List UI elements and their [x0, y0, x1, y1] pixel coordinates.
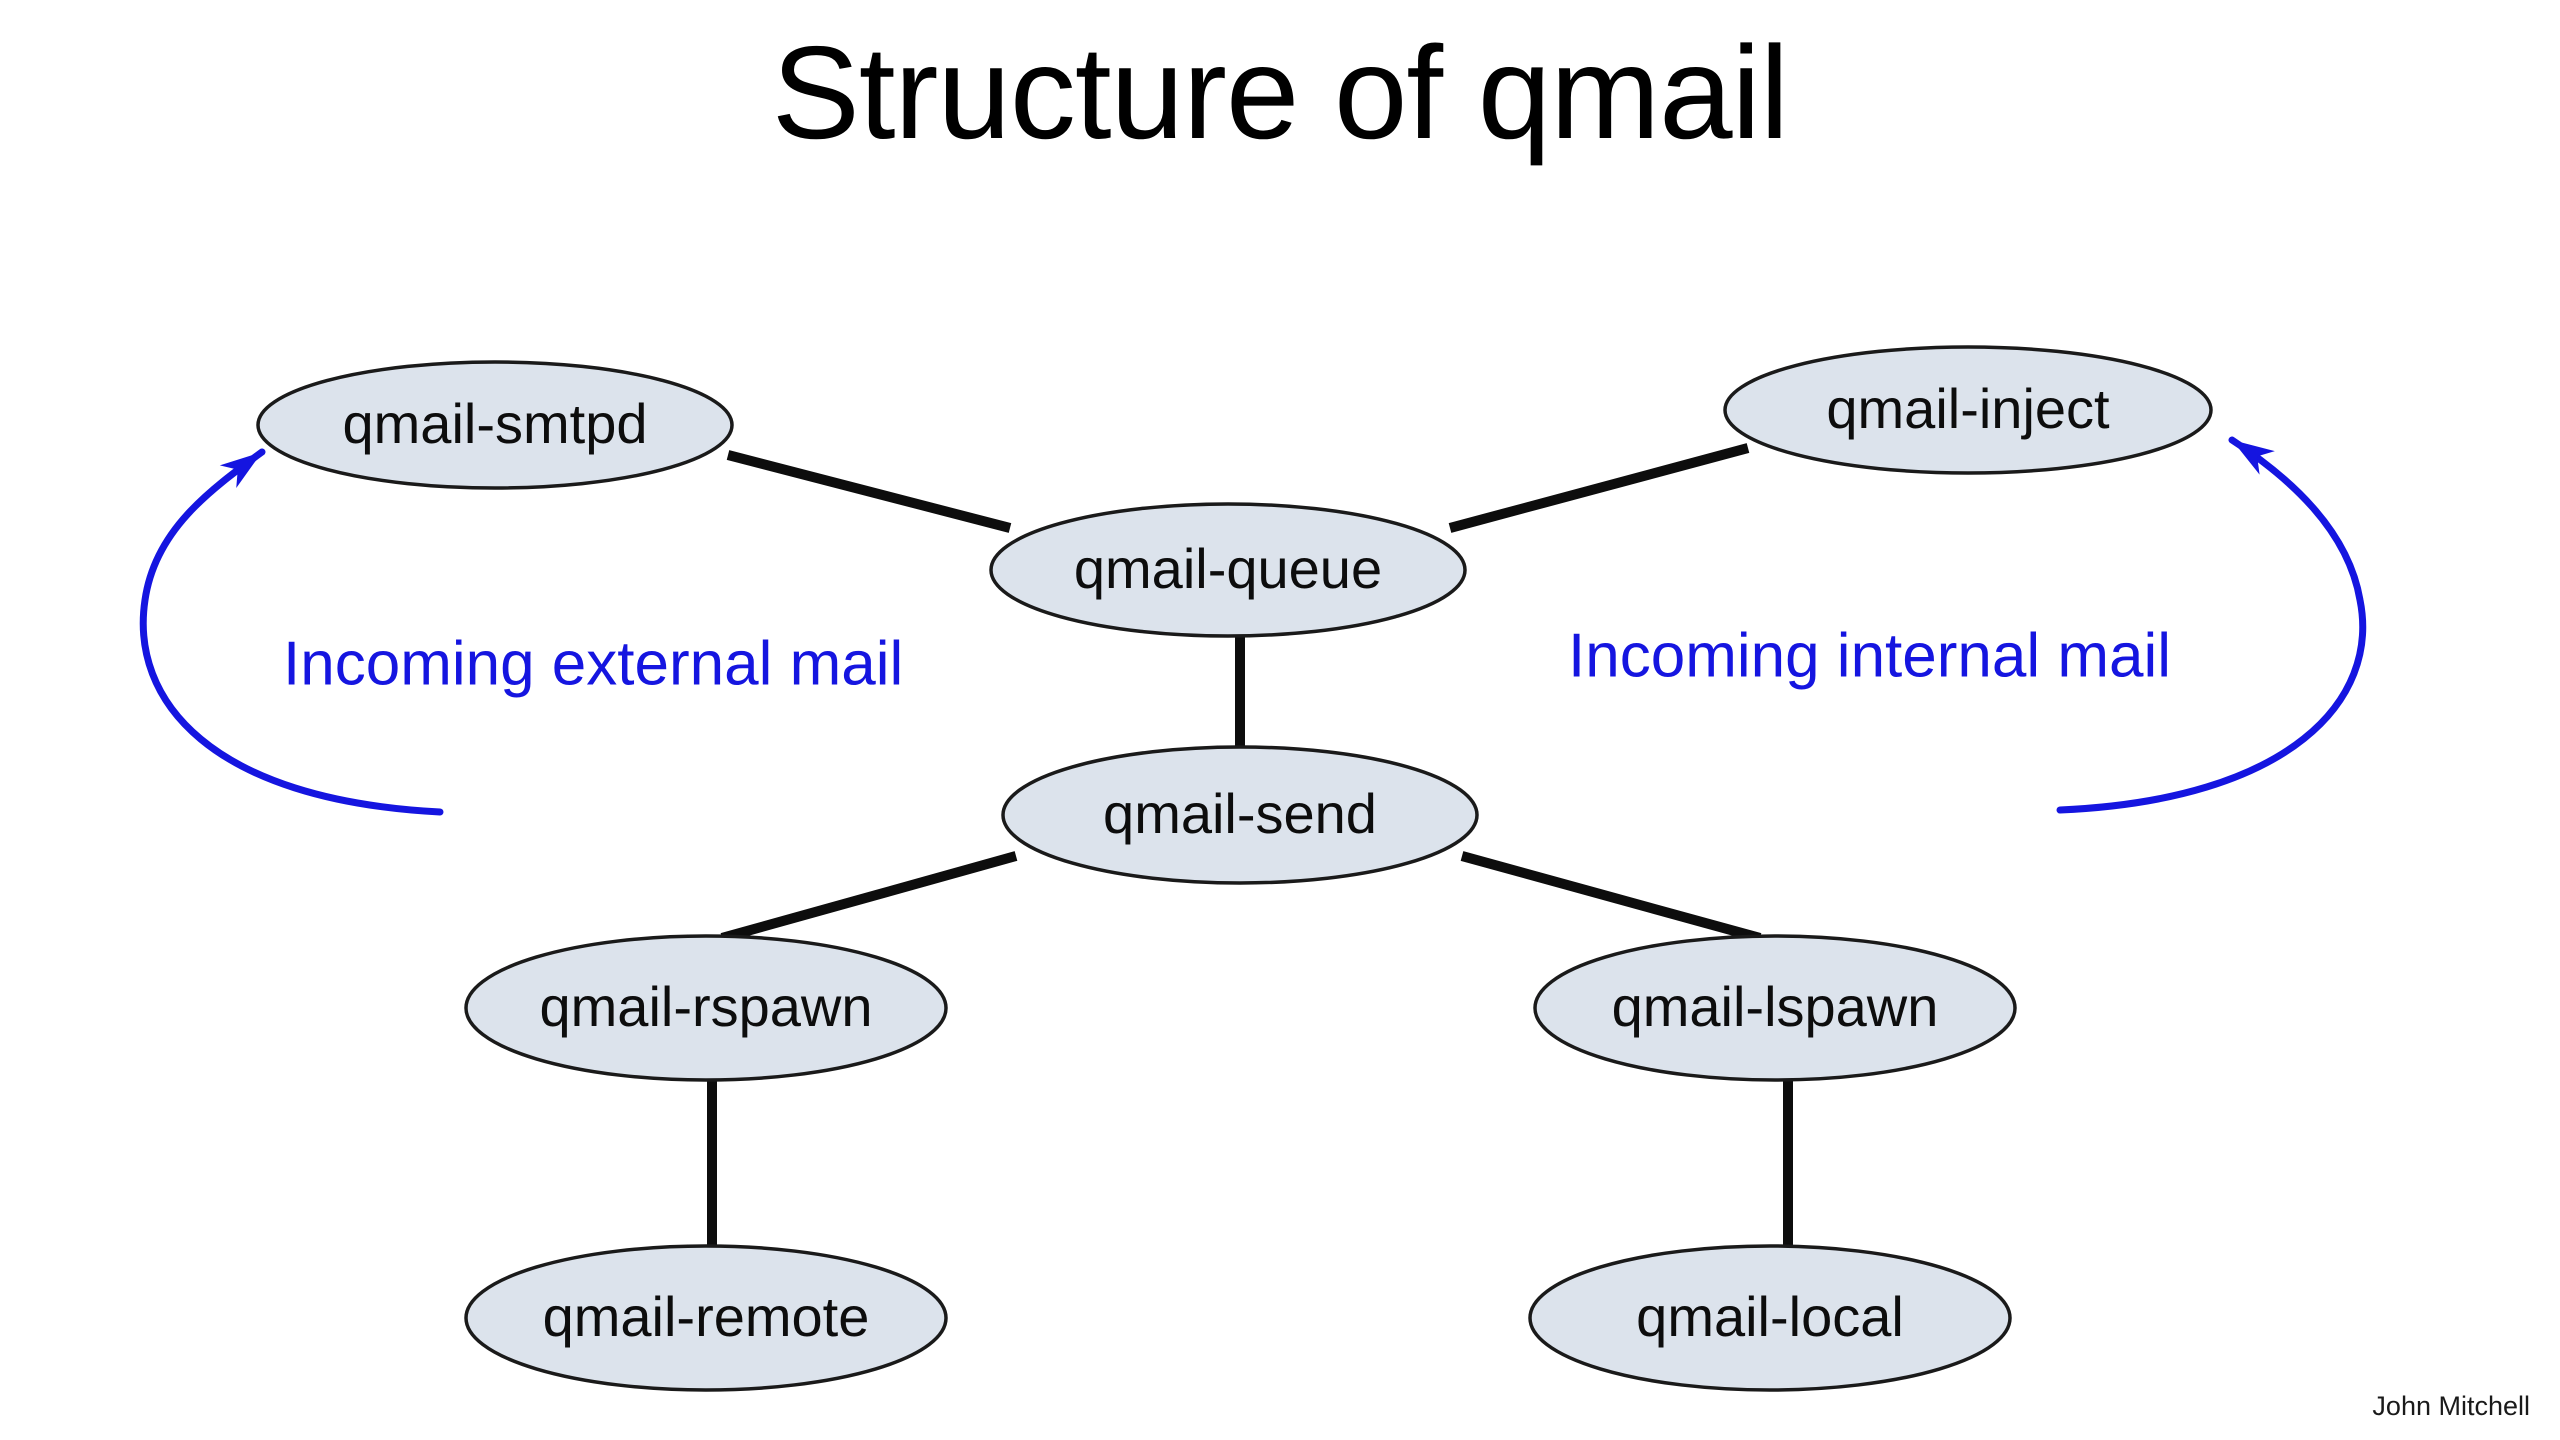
node-qmail-send[interactable]: qmail-send — [1001, 745, 1479, 885]
node-qmail-smtpd[interactable]: qmail-smtpd — [256, 360, 734, 490]
node-shape[interactable] — [1528, 1244, 2012, 1392]
node-qmail-rspawn[interactable]: qmail-rspawn — [464, 934, 948, 1082]
annotation-incoming-external-mail: Incoming external mail — [139, 448, 903, 816]
node-label: qmail-lspawn — [1612, 975, 1939, 1038]
edge-qmail-send-to-qmail-rspawn — [720, 851, 1018, 943]
attribution-text: John Mitchell — [2372, 1391, 2530, 1421]
node-qmail-local[interactable]: qmail-local — [1528, 1244, 2012, 1392]
node-shape[interactable] — [1723, 345, 2213, 475]
annotation-incoming-internal-mail: Incoming internal mail — [1568, 436, 2367, 814]
node-qmail-queue[interactable]: qmail-queue — [989, 502, 1467, 638]
annotations-layer: Incoming external mail Incoming internal … — [139, 436, 2367, 816]
node-shape[interactable] — [464, 1244, 948, 1392]
node-label: qmail-inject — [1826, 377, 2110, 440]
node-qmail-inject[interactable]: qmail-inject — [1723, 345, 2213, 475]
flow-arrow-head — [2232, 440, 2275, 475]
edge-qmail-smtpd-to-qmail-queue — [726, 450, 1012, 533]
edge-qmail-queue-to-qmail-inject — [1448, 443, 1750, 533]
node-shape[interactable] — [1001, 745, 1479, 885]
node-label: qmail-local — [1636, 1285, 1904, 1348]
annotation-label: Incoming external mail — [283, 629, 903, 698]
node-label: qmail-rspawn — [540, 975, 873, 1038]
node-label: qmail-remote — [543, 1285, 870, 1348]
node-label: qmail-queue — [1074, 537, 1382, 600]
node-shape[interactable] — [464, 934, 948, 1082]
node-label: qmail-send — [1103, 782, 1377, 845]
node-shape[interactable] — [1533, 934, 2017, 1082]
edge-qmail-send-to-qmail-lspawn — [1460, 851, 1762, 943]
node-shape[interactable] — [256, 360, 734, 490]
node-shape[interactable] — [989, 502, 1467, 638]
flow-arrow-head — [219, 452, 262, 489]
nodes-layer: qmail-smtpd qmail-inject qmail-queue qmail-… — [256, 345, 2213, 1392]
node-label: qmail-smtpd — [343, 392, 648, 455]
node-qmail-remote[interactable]: qmail-remote — [464, 1244, 948, 1392]
node-qmail-lspawn[interactable]: qmail-lspawn — [1533, 934, 2017, 1082]
flow-arrow-curve — [2056, 436, 2367, 814]
page-title: Structure of qmail — [771, 19, 1789, 166]
annotation-label: Incoming internal mail — [1568, 621, 2171, 690]
edges-layer — [707, 443, 1793, 1248]
flow-arrow-curve — [139, 448, 444, 816]
